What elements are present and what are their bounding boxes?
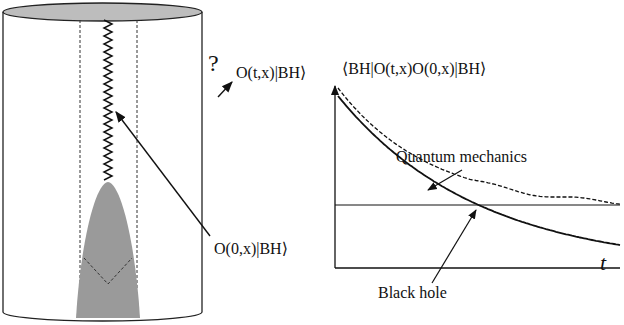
black-hole-curve [338,96,620,245]
cylinder-top [3,3,202,21]
question-mark: ? [208,50,219,78]
pointer-arrow [432,210,476,283]
state-label: O(t,x)|BH⟩ [236,64,306,82]
state-label: O(0,x)|BH⟩ [214,240,288,258]
collapsing-matter [76,182,140,318]
y-axis [334,86,335,268]
cylinder-side [2,12,3,312]
axis-label: ⟨BH|O(t,x)O(0,x)|BH⟩ [342,60,486,78]
pointer-arrow [428,170,462,190]
x-axis [335,267,620,268]
curve-label: Quantum mechanics [396,148,527,166]
singularity [104,20,112,180]
cylinder-side [201,12,202,312]
pointer-arrow [116,112,210,236]
axis-label: t [600,250,606,275]
horizon-line [84,258,132,284]
quantum-curve [338,88,620,204]
horizon-line [80,20,81,290]
curve-label: Black hole [378,284,447,302]
pointer-arrow [218,82,232,97]
horizon-line [137,20,138,290]
